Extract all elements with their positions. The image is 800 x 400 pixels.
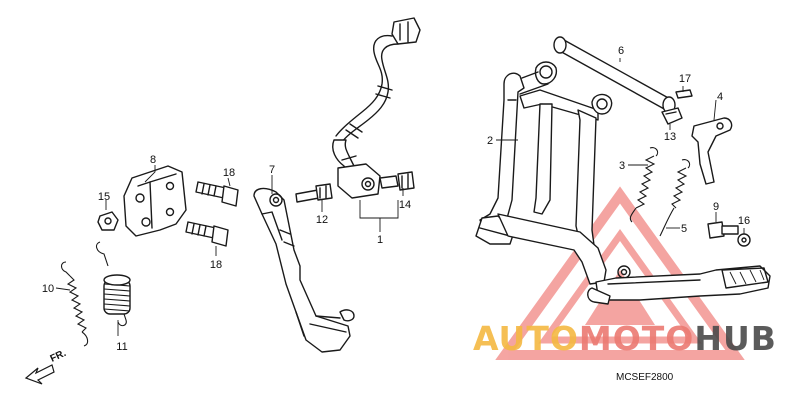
callout-6: 6: [618, 45, 624, 57]
callout-9: 9: [713, 201, 719, 213]
leader-lines: [55, 58, 745, 336]
callout-14: 14: [399, 199, 411, 211]
side-stand: [253, 187, 355, 353]
callout-2: 2: [487, 135, 493, 147]
bolt-12: [295, 183, 333, 203]
callout-labels: 8 15 18 18 10 11 7 12 14 1 2 3 4 5 6 13 …: [42, 45, 750, 353]
callout-7: 7: [269, 164, 275, 176]
callout-5: 5: [681, 223, 687, 235]
main-stand: [475, 61, 631, 285]
callout-10: 10: [42, 283, 54, 295]
callout-8: 8: [150, 154, 156, 166]
callout-3: 3: [619, 160, 625, 172]
callout-15: 15: [98, 191, 110, 203]
watermark-moto: MOTO: [579, 319, 694, 358]
spring-11: [95, 241, 131, 327]
callout-12: 12: [316, 214, 328, 226]
bolt-18-lower: [185, 221, 229, 247]
spring-3: [629, 147, 659, 223]
bolt-14: [379, 171, 415, 191]
svg-text:AUTOMOTOHUB: AUTOMOTOHUB: [473, 319, 777, 358]
bolt-13: [661, 107, 683, 125]
spring-hook-4: [691, 117, 733, 185]
front-direction-label: FR.: [49, 348, 68, 365]
watermark-auto: AUTO: [473, 319, 579, 358]
bolt-18-upper: [195, 181, 239, 207]
spring-10: [60, 261, 89, 347]
callout-11: 11: [116, 341, 127, 353]
callout-17: 17: [679, 73, 691, 85]
watermark-hub: HUB: [694, 319, 777, 358]
washer-16: [737, 233, 751, 247]
diagram-code: MCSEF2800: [616, 372, 674, 383]
front-direction-indicator: FR.: [24, 348, 68, 385]
spring-bracket-8: [123, 165, 187, 237]
callout-18-lower: 18: [210, 259, 222, 271]
callout-16: 16: [738, 215, 750, 227]
pin-17: [675, 89, 693, 99]
stand-pedal: [587, 265, 771, 305]
side-stand-switch-assembly: [332, 17, 421, 199]
callout-18-upper: 18: [223, 167, 235, 179]
nut-15: [97, 211, 119, 231]
watermark-text: AUTOMOTOHUB: [473, 319, 777, 358]
arrow-icon: [24, 364, 55, 385]
spring-5: [659, 159, 691, 237]
callout-4: 4: [717, 91, 723, 103]
bolt-9: [707, 221, 739, 239]
callout-1: 1: [377, 234, 383, 246]
callout-13: 13: [664, 131, 676, 143]
